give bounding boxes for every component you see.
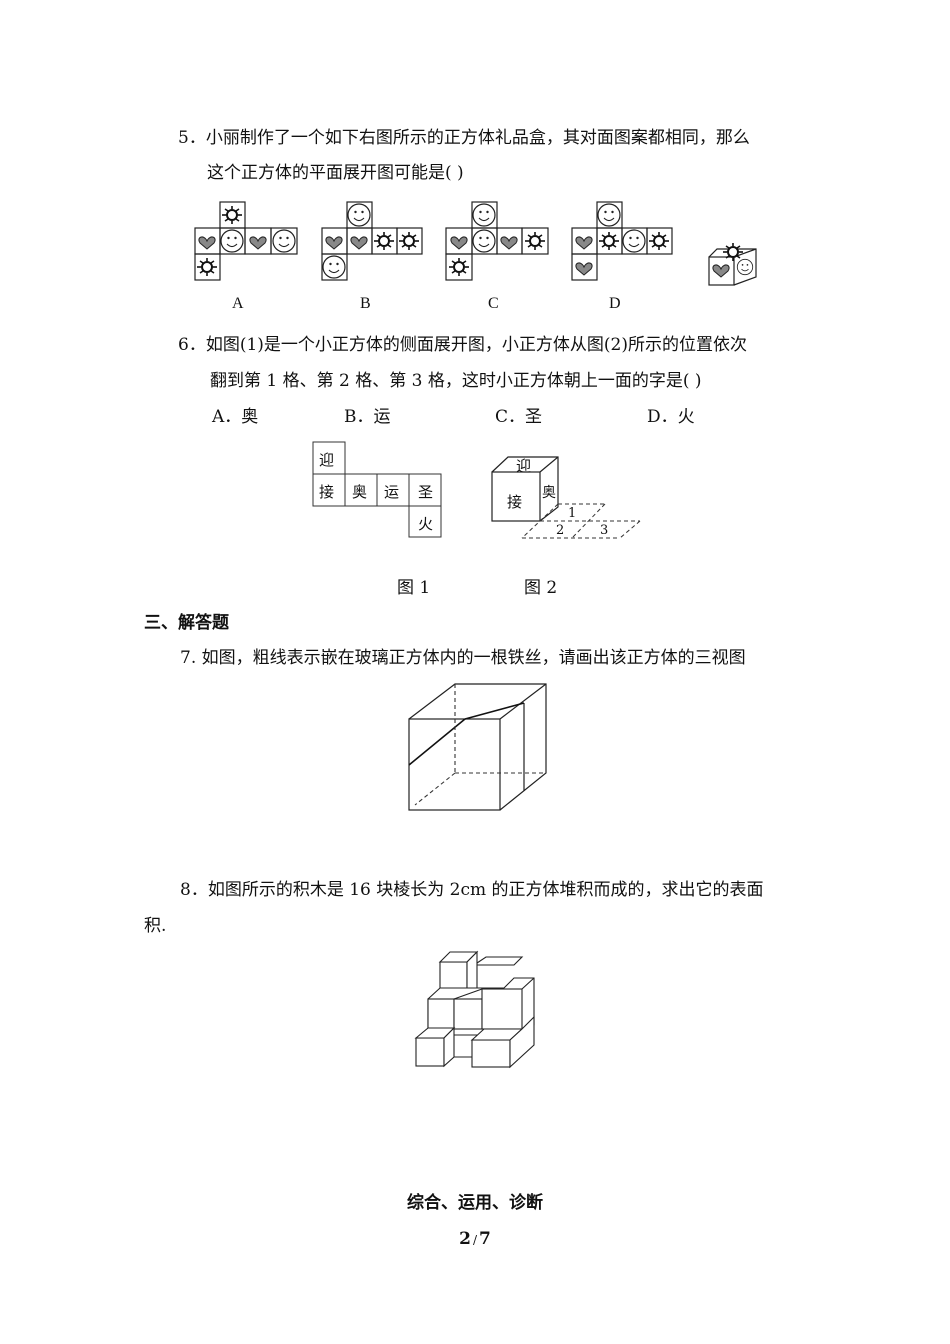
- cube-front-jie: 接: [507, 493, 523, 511]
- q8-block-stack: [414, 950, 535, 1069]
- figure-2-caption: 图 2: [524, 578, 558, 598]
- footer-title: 综合、运用、诊断: [407, 1193, 543, 1213]
- net-face-ao: 奥: [352, 483, 368, 501]
- grid-number-3: 3: [600, 523, 609, 538]
- q6-line2: 翻到第 1 格、第 2 格、第 3 格，这时小正方体朝上一面的字是( ): [210, 371, 702, 391]
- q6-choice-b: B．运: [344, 407, 391, 427]
- q6-choice-a: A．奥: [212, 407, 259, 427]
- net-face-sheng: 圣: [418, 483, 434, 501]
- q6-line1: 6．如图(1)是一个小正方体的侧面展开图，小正方体从图(2)所示的位置依次: [178, 335, 747, 355]
- page-separator: /: [472, 1233, 478, 1247]
- net-face-yun: 运: [384, 483, 400, 501]
- figure-2-cube: [491, 456, 641, 539]
- total-pages: 7: [479, 1229, 491, 1249]
- figure-1-caption: 图 1: [397, 578, 431, 598]
- net-option-a: [194, 201, 298, 281]
- q5-line2: 这个正方体的平面展开图可能是( ): [207, 163, 464, 183]
- option-d-label: D: [609, 295, 621, 312]
- net-face-ying: 迎: [319, 451, 335, 469]
- option-c-label: C: [488, 295, 499, 312]
- cube-side-ao: 奥: [542, 485, 556, 501]
- net-option-b: [321, 201, 423, 281]
- grid-number-1: 1: [568, 506, 577, 521]
- figure-1-net: [312, 441, 442, 538]
- q5-line1: 5．小丽制作了一个如下右图所示的正方体礼品盒，其对面图案都相同，那么: [178, 128, 750, 148]
- q6-choice-c: C．圣: [495, 407, 543, 427]
- cube-top-ying: 迎: [516, 457, 532, 475]
- option-b-label: B: [360, 295, 371, 312]
- q6-choice-d: D．火: [647, 407, 695, 427]
- option-a-label: A: [232, 295, 244, 312]
- page-number: 2/7: [0, 1229, 950, 1250]
- q5-net-figures: [194, 201, 757, 286]
- q8-line1: 8．如图所示的积木是 16 块棱长为 2cm 的正方体堆积而成的，求出它的表面: [180, 880, 764, 900]
- q7-text: 7. 如图，粗线表示嵌在玻璃正方体内的一根铁丝，请画出该正方体的三视图: [180, 648, 746, 668]
- q7-wire-cube: [408, 683, 547, 811]
- net-option-c: [445, 201, 549, 281]
- net-face-jie: 接: [319, 483, 335, 501]
- current-page: 2: [459, 1229, 471, 1249]
- grid-number-2: 2: [556, 523, 565, 538]
- section-title: 三、解答题: [144, 613, 229, 633]
- net-option-d: [571, 201, 673, 281]
- net-face-huo: 火: [418, 515, 434, 533]
- q8-line2: 积.: [144, 916, 167, 936]
